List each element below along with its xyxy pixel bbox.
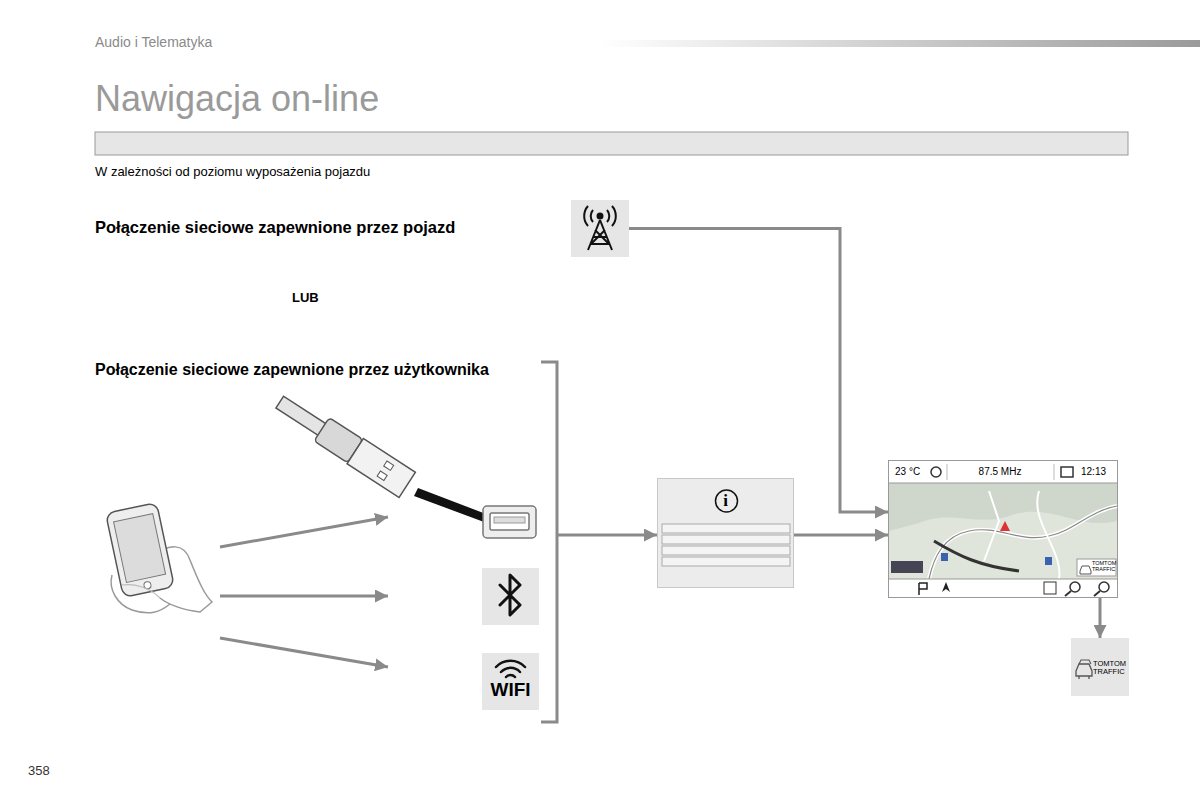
phone-in-hand <box>106 503 212 613</box>
node-text: WIFI <box>482 681 539 700</box>
page-number: 358 <box>28 764 50 779</box>
node-text: Połączenie sieciowe zapewnione przez uży… <box>95 361 535 379</box>
tomtom-traffic-box: TOMTOM TRAFFIC <box>1071 638 1129 696</box>
node-text: TOMTOM TRAFFIC <box>1092 561 1116 573</box>
page-title: Nawigacja on-line <box>95 78 379 119</box>
flow-arrow <box>794 534 888 537</box>
phone-arrow <box>220 638 388 667</box>
flow-arrow <box>558 534 657 537</box>
node-text: i <box>658 492 793 509</box>
node-text: 87.5 MHz <box>955 466 1045 478</box>
wifi-icon: WIFI <box>482 653 539 710</box>
usb-port-icon <box>483 506 536 538</box>
node-text: TOMTOM TRAFFIC <box>1093 660 1127 676</box>
group-bracket <box>541 362 557 722</box>
title-band <box>95 132 1128 155</box>
info-box: i <box>657 478 794 588</box>
phone-arrow <box>220 517 388 547</box>
equipment-note: W zależności od poziomu wyposażenia poja… <box>95 165 370 180</box>
node-text: 23 °C <box>895 466 931 478</box>
navigation-map <box>889 461 1119 599</box>
network-source-user-group: WIFI Połączenie sieciowe zapewnione przez… <box>95 358 558 723</box>
bluetooth-icon <box>482 568 539 625</box>
section-header: Audio i Telematyka <box>95 34 212 50</box>
usb-plug <box>272 390 416 498</box>
navigation-screen: 23 °C 87.5 MHz 12:13TOMTOM TRAFFIC <box>888 460 1118 598</box>
node-text: 12:13 <box>1081 466 1115 478</box>
flow-arrow <box>1099 598 1102 638</box>
usb-pointer <box>414 488 486 522</box>
header-bar <box>600 40 1200 47</box>
flow-arrow <box>629 229 888 513</box>
node-text: Połączenie sieciowe zapewnione przez poj… <box>95 218 565 237</box>
phone-arrow <box>220 595 388 598</box>
network-source-vehicle: Połączenie sieciowe zapewnione przez poj… <box>95 200 629 257</box>
or-label: LUB <box>292 291 319 306</box>
